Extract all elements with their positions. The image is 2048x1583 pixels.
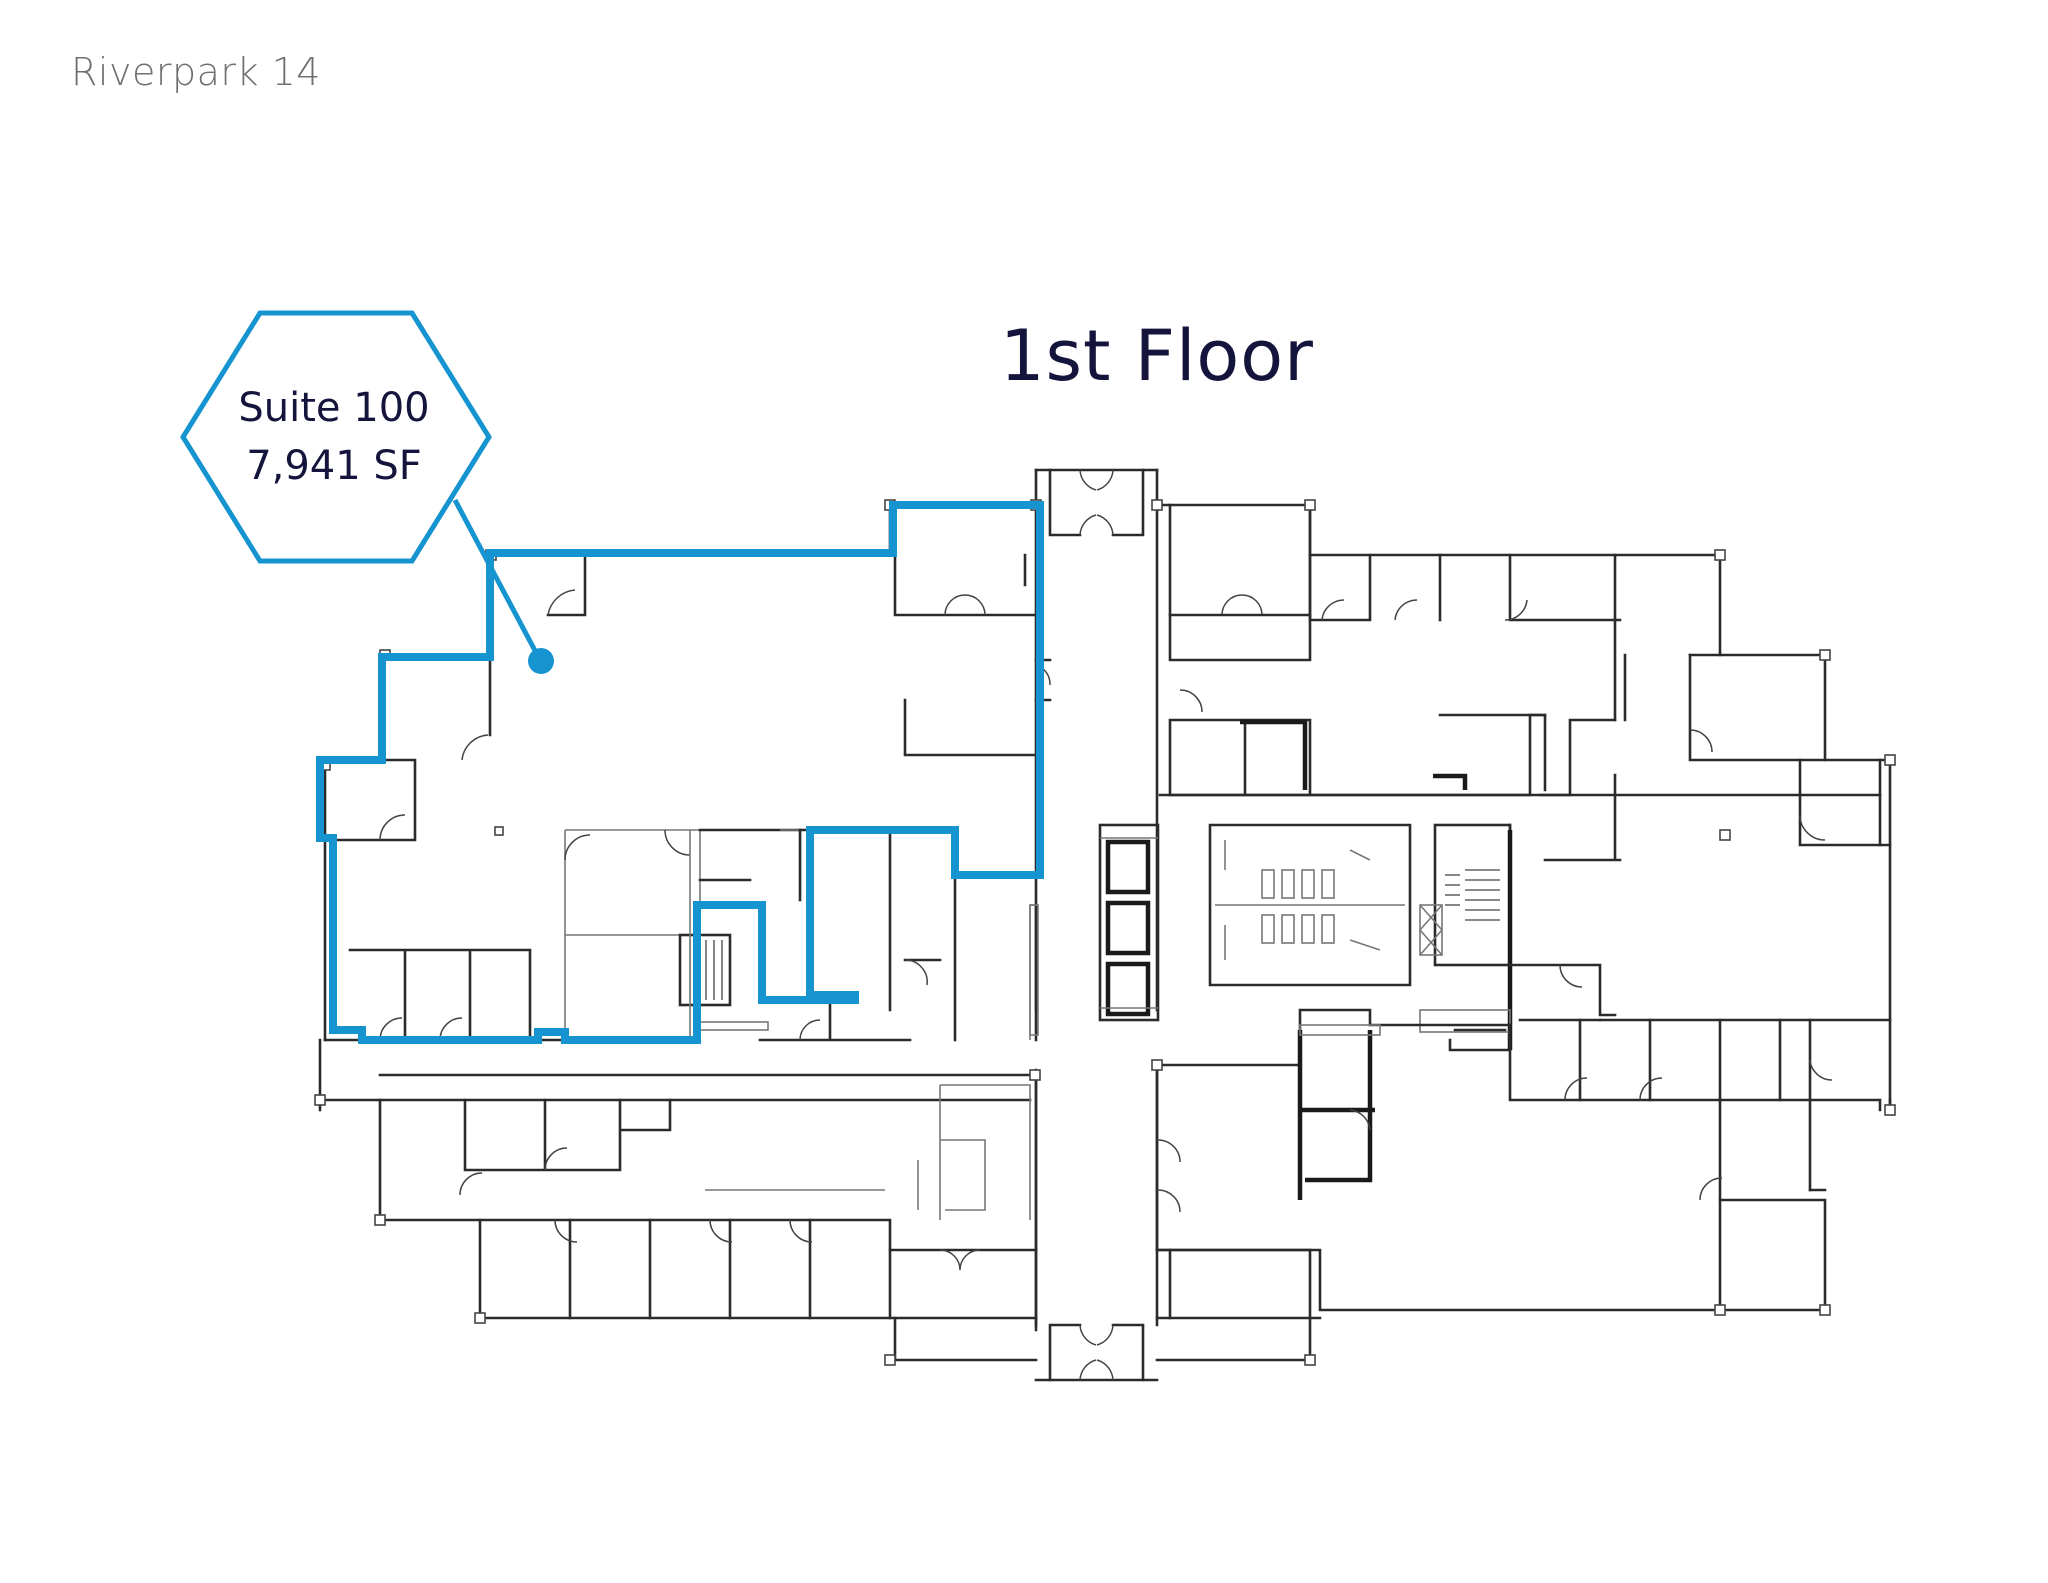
suite-area-label: 7,941 SF [246, 443, 422, 489]
document-title: Riverpark 14 [71, 50, 321, 94]
suite-callout[interactable] [180, 310, 554, 674]
callout-pin-dot [528, 648, 554, 674]
structural-columns [314, 499, 1896, 1366]
right-wing-upper [1155, 503, 1892, 1112]
callout-leader-line [452, 498, 543, 662]
suite-100-highlight[interactable] [316, 501, 1044, 1044]
right-core [1158, 793, 1882, 1052]
hexagon-icon [180, 310, 492, 564]
left-wing-upper [323, 503, 1052, 1042]
left-wing-lower [318, 1038, 1038, 1362]
right-wing-lower [1155, 1008, 1892, 1362]
floor-title: 1st Floor [1000, 315, 1314, 397]
suite-name-label: Suite 100 [238, 385, 430, 431]
central-corridor [1034, 468, 1160, 1382]
